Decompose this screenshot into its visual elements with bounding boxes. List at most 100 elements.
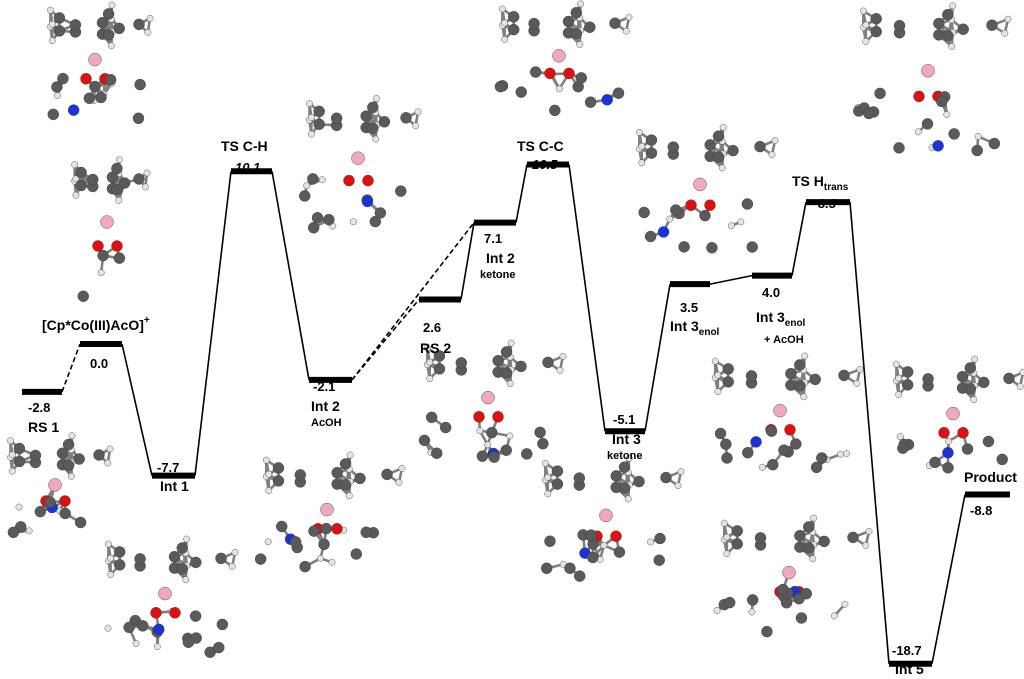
atom <box>59 495 71 507</box>
atom <box>15 503 23 511</box>
label-tshtrans: TS Htrans <box>792 173 849 193</box>
atom <box>158 586 172 601</box>
atom <box>97 269 105 277</box>
atom <box>231 549 239 556</box>
atom <box>778 444 790 456</box>
connector-int3enolacoh-tshtrans <box>791 201 807 276</box>
atom <box>501 19 509 27</box>
atom <box>134 78 146 91</box>
atom <box>534 426 546 439</box>
atom <box>481 390 495 405</box>
atom <box>901 379 914 391</box>
atom <box>957 427 969 439</box>
atom <box>311 212 324 224</box>
molecule-int3enolacoh <box>711 352 864 474</box>
atom <box>56 447 69 459</box>
atom <box>600 541 608 549</box>
atom <box>724 596 736 609</box>
atom <box>746 241 758 253</box>
atom <box>506 432 514 440</box>
value-cp: 0.0 <box>90 356 108 371</box>
atom <box>737 218 745 226</box>
atom <box>555 85 563 93</box>
molecule-tscc <box>494 0 633 117</box>
atom <box>542 356 554 369</box>
atom <box>72 175 80 183</box>
atom <box>942 447 954 459</box>
label-int3k: Int 3 <box>612 431 641 447</box>
atom <box>137 620 149 632</box>
atom <box>506 380 514 388</box>
atom <box>102 29 115 41</box>
atom <box>318 538 330 551</box>
atom <box>754 140 766 153</box>
atom <box>96 16 109 29</box>
connector-int2acoh-rs2 <box>351 299 420 381</box>
atom <box>693 177 707 192</box>
atom <box>584 21 596 33</box>
atom <box>313 118 325 130</box>
atom <box>343 174 355 187</box>
atom <box>216 618 229 631</box>
value-int2acoh: -2.1 <box>313 379 335 394</box>
atom <box>638 159 646 167</box>
atom <box>87 173 99 186</box>
atom <box>731 525 743 537</box>
atom <box>418 434 431 447</box>
atom <box>102 8 115 20</box>
atom <box>666 215 674 223</box>
value-rs2: 2.6 <box>423 320 441 335</box>
atom <box>712 130 725 142</box>
atom <box>349 218 357 226</box>
atom <box>53 25 66 37</box>
atom <box>801 352 809 360</box>
atom <box>853 379 861 387</box>
atom <box>141 183 149 191</box>
atom <box>599 508 613 523</box>
atom <box>720 438 732 450</box>
atom <box>893 142 905 154</box>
atom <box>653 554 665 566</box>
atom <box>841 600 849 608</box>
atom <box>723 550 731 558</box>
value-int3enolacoh: 4.0 <box>762 285 780 300</box>
atom <box>1004 15 1012 23</box>
atom <box>893 19 906 32</box>
atom <box>381 468 393 481</box>
atom <box>574 570 586 582</box>
atom <box>306 100 313 107</box>
atom <box>13 442 26 455</box>
connector-rs1-cp <box>61 343 81 393</box>
atom <box>544 490 552 498</box>
atom <box>723 533 731 541</box>
atom <box>949 2 957 10</box>
atom <box>73 453 85 465</box>
atom <box>742 446 754 459</box>
atom <box>262 456 270 464</box>
atom <box>515 86 527 98</box>
atom <box>13 455 26 468</box>
atom <box>423 344 431 352</box>
atom <box>367 122 379 134</box>
atom <box>704 139 716 151</box>
connector-tscc-int3k <box>568 164 606 432</box>
atom <box>720 519 728 527</box>
atom <box>254 553 267 565</box>
atom <box>54 92 61 99</box>
atom <box>354 472 366 485</box>
atom <box>104 624 112 632</box>
atom <box>330 112 343 124</box>
atom <box>362 174 374 187</box>
atom <box>552 49 566 63</box>
atom <box>562 15 575 28</box>
atom <box>97 249 109 262</box>
atom <box>625 13 633 21</box>
sublabel-int3enolacoh: + AcOH <box>764 334 804 346</box>
atom <box>74 516 87 529</box>
atom <box>500 444 512 456</box>
atom <box>785 367 797 380</box>
atom <box>945 437 952 445</box>
atom <box>439 421 452 434</box>
value-tsch: 10.1 <box>235 160 260 175</box>
